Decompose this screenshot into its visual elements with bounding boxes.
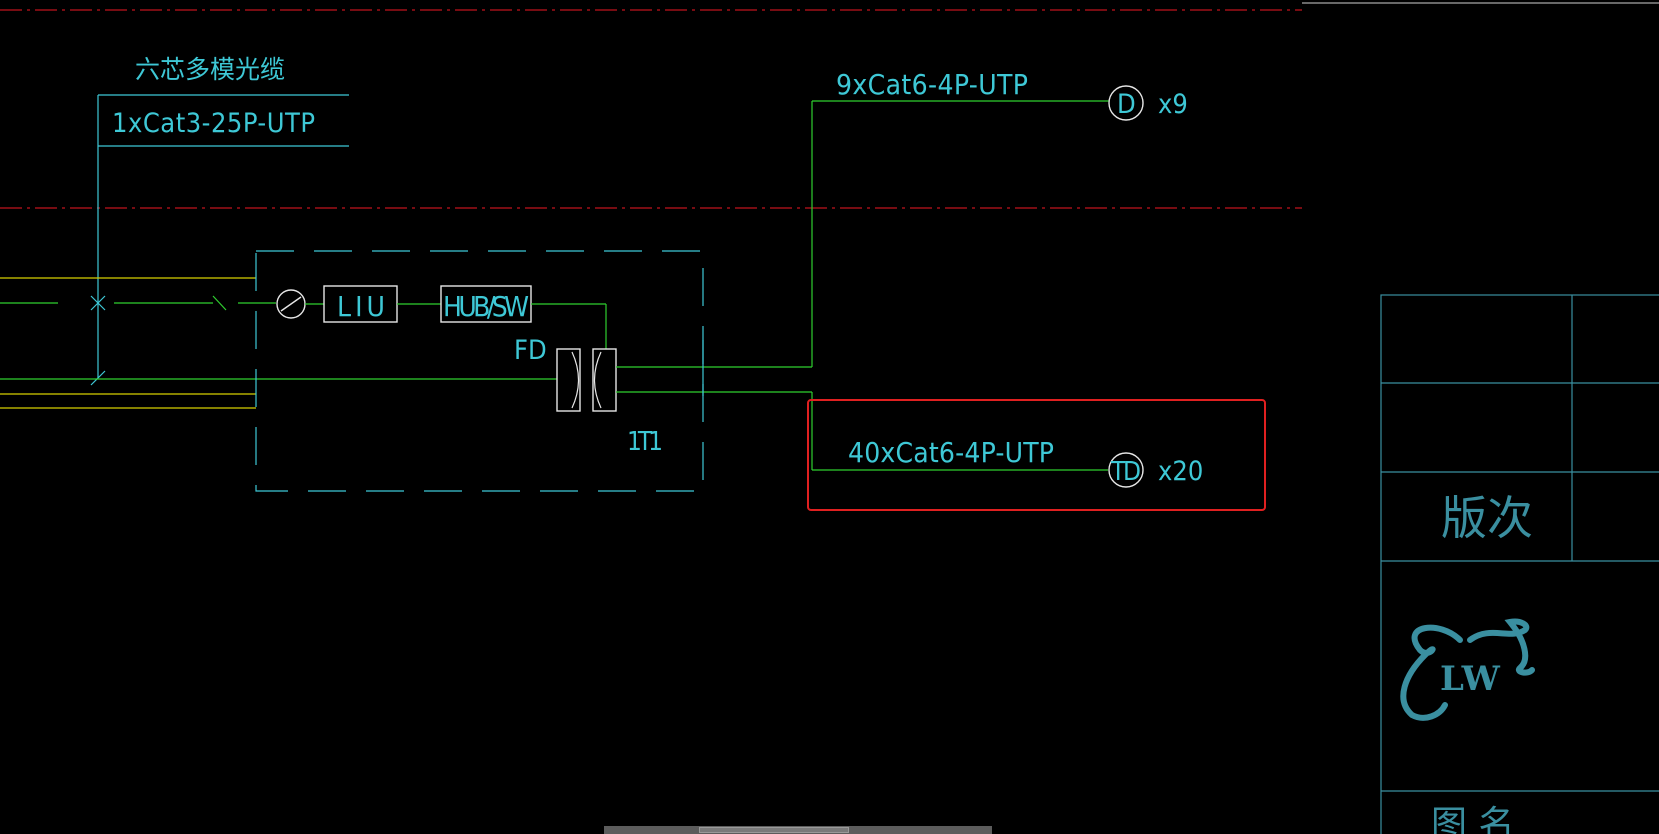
- hub-sw-label: HUB/SW: [443, 290, 529, 323]
- cat3-tick-bottom: [90, 370, 106, 386]
- run2-cable-label: 40xCat6-4P-UTP: [848, 436, 1054, 469]
- room-label: 1T1: [627, 427, 663, 457]
- telecom-room-box: [255, 250, 704, 492]
- fiber-break-mark: [212, 295, 227, 311]
- fiber-cable-label: 六芯多模光缆: [135, 55, 285, 84]
- fd-crossconnect-left[interactable]: [556, 348, 581, 412]
- fd-label: FD: [514, 335, 547, 366]
- fd-crossconnect-right[interactable]: [592, 348, 617, 412]
- fiber-terminal-slash: [280, 296, 302, 312]
- revision-label: 版次: [1441, 491, 1533, 545]
- bottom-title-label: 图 名: [1431, 804, 1514, 834]
- lw-logo-swirl: [1400, 618, 1535, 721]
- run1-count: x9: [1158, 89, 1188, 120]
- lw-logo-text: LW: [1440, 659, 1501, 699]
- liu-label: LIU: [337, 290, 385, 323]
- fd-cross-icon: [571, 351, 602, 409]
- cat3-tick-top2: [90, 295, 106, 311]
- scrollbar-thumb[interactable]: [699, 827, 849, 833]
- telecom-data-outlet-icon[interactable]: [1108, 452, 1144, 488]
- cat3-cable-label: 1xCat3-25P-UTP: [112, 108, 315, 139]
- horizontal-scrollbar[interactable]: [604, 826, 992, 834]
- selection-highlight-box: [807, 399, 1266, 511]
- run2-outlet-label: TD: [1110, 457, 1141, 487]
- run2-count: x20: [1158, 456, 1203, 487]
- title-block: [1380, 294, 1659, 834]
- data-outlet-icon[interactable]: [1108, 85, 1144, 121]
- run1-cable-label: 9xCat6-4P-UTP: [836, 68, 1028, 101]
- run1-outlet-label: D: [1117, 89, 1136, 120]
